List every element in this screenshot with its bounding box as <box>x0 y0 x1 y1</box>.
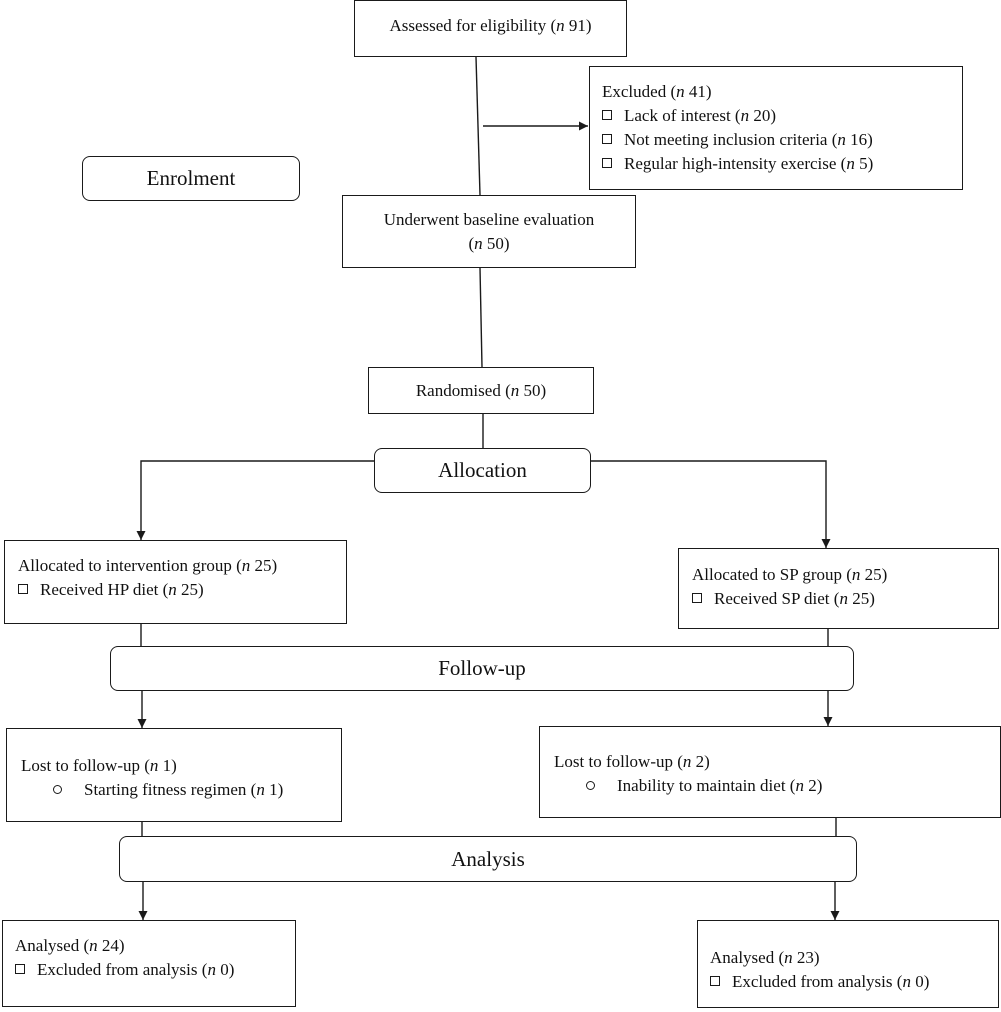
lost-right-item: Inability to maintain diet (n 2) <box>554 774 1000 798</box>
allocated-intervention-title: Allocated to intervention group (n 25) <box>18 556 278 575</box>
circle-bullet-icon <box>53 785 62 794</box>
stage-followup: Follow-up <box>110 646 854 691</box>
stage-allocation-label: Allocation <box>438 458 527 482</box>
arrow-allocation-to-left <box>136 460 374 540</box>
baseline-line2: (n 50) <box>468 234 510 253</box>
lost-left-item: Starting fitness regimen (n 1) <box>21 778 341 802</box>
checkbox-bullet-icon <box>602 110 612 120</box>
baseline-line1: Underwent baseline evaluation <box>383 210 595 229</box>
analysed-right-item: Excluded from analysis (n 0) <box>710 970 998 994</box>
checkbox-bullet-icon <box>18 584 28 594</box>
stage-enrolment: Enrolment <box>82 156 300 201</box>
analysed-left-item: Excluded from analysis (n 0) <box>15 958 295 982</box>
allocated-sp-title: Allocated to SP group (n 25) <box>692 565 888 584</box>
box-analysed-right: Analysed (n 23) Excluded from analysis (… <box>697 920 999 1008</box>
box-randomised: Randomised (n 50) <box>368 367 594 414</box>
randomised-text: Randomised (n 50) <box>415 381 547 400</box>
analysed-left-title: Analysed (n 24) <box>15 936 125 955</box>
connector-baseline-to-randomised <box>479 267 483 368</box>
box-baseline-evaluation: Underwent baseline evaluation (n 50) <box>342 195 636 268</box>
box-allocated-sp: Allocated to SP group (n 25) Received SP… <box>678 548 999 629</box>
circle-bullet-icon <box>586 781 595 790</box>
box-analysed-left: Analysed (n 24) Excluded from analysis (… <box>2 920 296 1007</box>
checkbox-bullet-icon <box>710 976 720 986</box>
checkbox-bullet-icon <box>602 134 612 144</box>
checkbox-bullet-icon <box>15 964 25 974</box>
excluded-item-not-meeting-criteria: Not meeting inclusion criteria (n 16) <box>602 128 962 152</box>
excluded-item-high-intensity-exercise: Regular high-intensity exercise (n 5) <box>602 152 962 176</box>
excluded-title: Excluded (n 41) <box>602 82 712 101</box>
stage-allocation: Allocation <box>374 448 591 493</box>
box-assessed-eligibility: Assessed for eligibility (n 91) <box>354 0 627 57</box>
allocated-sp-item: Received SP diet (n 25) <box>692 587 998 611</box>
box-lost-followup-left: Lost to follow-up (n 1) Starting fitness… <box>6 728 342 822</box>
stage-followup-label: Follow-up <box>438 656 526 680</box>
checkbox-bullet-icon <box>692 593 702 603</box>
checkbox-bullet-icon <box>602 158 612 168</box>
box-excluded: Excluded (n 41) Lack of interest (n 20) … <box>589 66 963 190</box>
lost-right-title: Lost to follow-up (n 2) <box>554 752 710 771</box>
box-allocated-intervention: Allocated to intervention group (n 25) R… <box>4 540 347 624</box>
assessed-text: Assessed for eligibility (n 91) <box>389 16 592 35</box>
box-lost-followup-right: Lost to follow-up (n 2) Inability to mai… <box>539 726 1001 818</box>
lost-left-title: Lost to follow-up (n 1) <box>21 756 177 775</box>
stage-analysis: Analysis <box>119 836 857 882</box>
stage-analysis-label: Analysis <box>451 846 525 871</box>
connector-assessed-to-baseline <box>475 56 481 196</box>
arrow-allocation-to-right <box>591 460 831 548</box>
excluded-item-lack-of-interest: Lack of interest (n 20) <box>602 104 962 128</box>
analysed-right-title: Analysed (n 23) <box>710 948 820 967</box>
stage-enrolment-label: Enrolment <box>146 166 236 190</box>
allocated-intervention-item: Received HP diet (n 25) <box>18 578 346 602</box>
